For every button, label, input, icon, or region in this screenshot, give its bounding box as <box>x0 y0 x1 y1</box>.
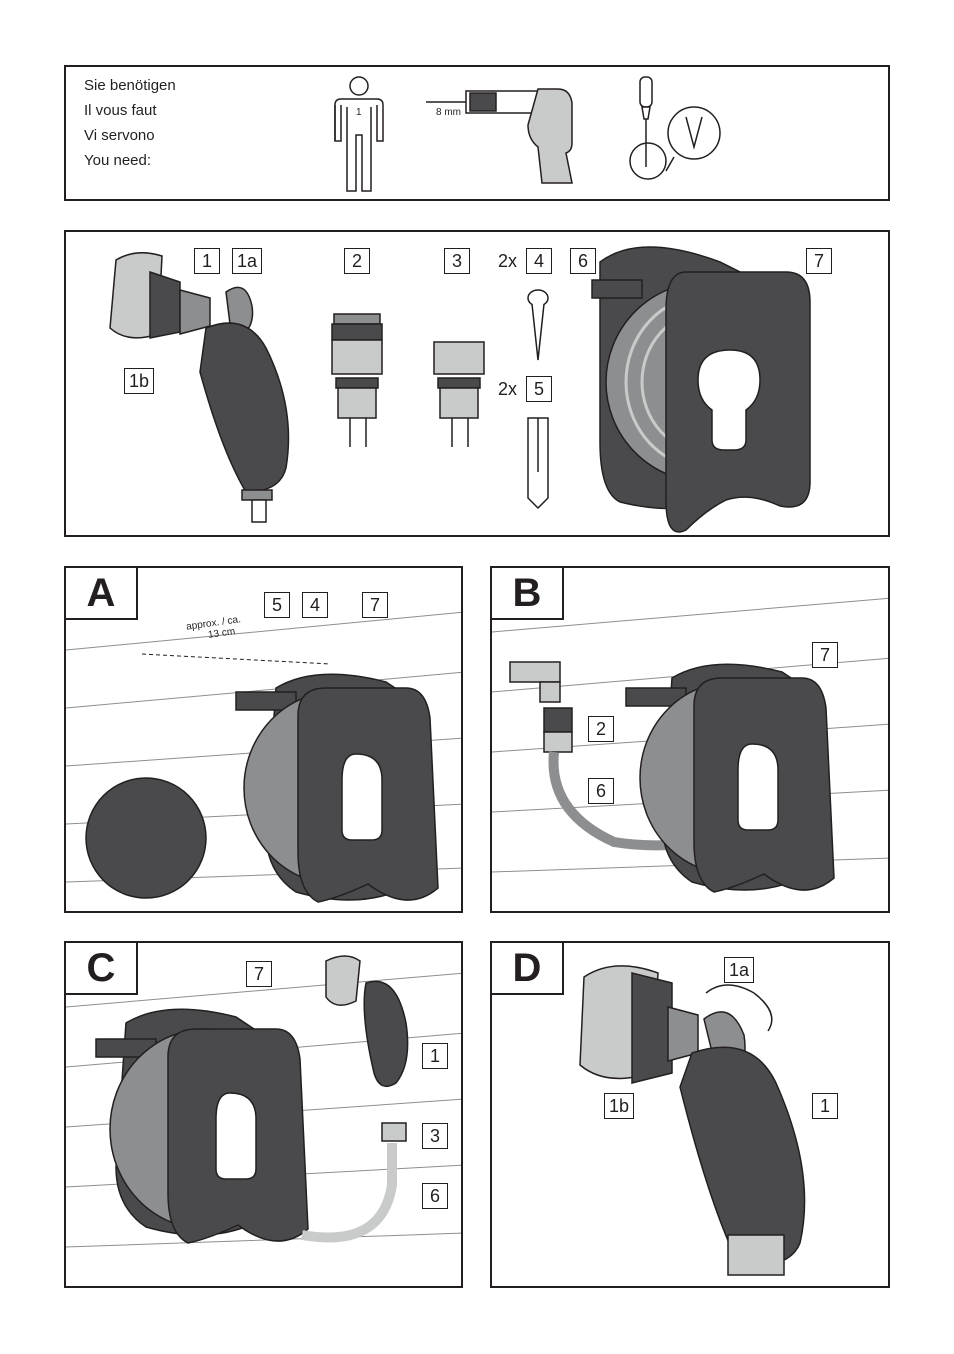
label-3: 3 <box>444 248 470 274</box>
screwdriver-icon <box>629 76 721 180</box>
step-a-panel: A approx. / ca. 13 cm 5 4 7 <box>64 566 463 913</box>
spray-gun-icon <box>109 252 290 523</box>
need-line-it: Vi servono <box>84 127 155 144</box>
tools-needed-text: Sie benötigen Il vous faut Vi servono Yo… <box>84 73 176 173</box>
label-1b: 1b <box>124 368 155 394</box>
reel-c <box>95 1008 397 1244</box>
person-count: 1 <box>356 107 362 118</box>
label-c-3: 3 <box>422 1123 448 1149</box>
label-7: 7 <box>806 248 832 274</box>
drill-icon <box>426 88 573 184</box>
parts-illustration <box>109 246 811 533</box>
step-b-illustration <box>492 597 888 893</box>
label-c-6: 6 <box>422 1183 448 1209</box>
reel-a <box>85 673 439 903</box>
label-b-7: 7 <box>812 642 838 668</box>
parts-box: 1 1a 1b 2 3 2x 4 2x 5 6 7 <box>64 230 890 537</box>
label-a-7: 7 <box>362 592 388 618</box>
step-d-panel: D 1a 1b 1 <box>490 941 890 1288</box>
screw-icon <box>527 289 549 361</box>
step-c-illustration <box>66 955 461 1248</box>
qty-5: 2x <box>498 379 518 399</box>
connector-2-icon <box>331 313 383 447</box>
person-icon <box>334 76 384 192</box>
drill-size-label: 8 mm <box>436 107 461 118</box>
label-b-2: 2 <box>588 716 614 742</box>
step-c-panel: C 7 1 3 6 <box>64 941 463 1288</box>
label-d-1b: 1b <box>604 1093 635 1119</box>
step-b-panel: B 7 2 6 <box>490 566 890 913</box>
hose-reel-icon <box>591 246 811 533</box>
label-b-6: 6 <box>588 778 614 804</box>
qty-4: 2x <box>498 251 518 271</box>
label-4: 4 <box>526 248 552 274</box>
spray-gun-d <box>579 965 806 1276</box>
step-d-illustration <box>579 965 806 1276</box>
label-2: 2 <box>344 248 370 274</box>
step-c-tab: C <box>66 943 138 995</box>
reel-b <box>625 663 835 893</box>
label-a-4: 4 <box>302 592 328 618</box>
spray-gun-c <box>325 955 409 1142</box>
label-5: 5 <box>526 376 552 402</box>
label-c-7: 7 <box>246 961 272 987</box>
need-line-en: You need: <box>84 152 152 169</box>
label-a-5: 5 <box>264 592 290 618</box>
need-line-de: Sie benötigen <box>84 77 176 94</box>
dowel-icon <box>527 417 549 510</box>
step-a-tab: A <box>66 568 138 620</box>
step-a-illustration <box>66 611 461 903</box>
label-1a: 1a <box>232 248 263 274</box>
connector-3-icon <box>433 341 485 447</box>
need-line-fr: Il vous faut <box>84 102 157 119</box>
step-b-tab: B <box>492 568 564 620</box>
step-d-tab: D <box>492 943 564 995</box>
label-6: 6 <box>570 248 596 274</box>
label-d-1: 1 <box>812 1093 838 1119</box>
label-1: 1 <box>194 248 220 274</box>
tools-illustration <box>334 76 721 192</box>
label-d-1a: 1a <box>724 957 755 983</box>
tools-needed-box: Sie benötigen Il vous faut Vi servono Yo… <box>64 65 890 201</box>
label-c-1: 1 <box>422 1043 448 1069</box>
